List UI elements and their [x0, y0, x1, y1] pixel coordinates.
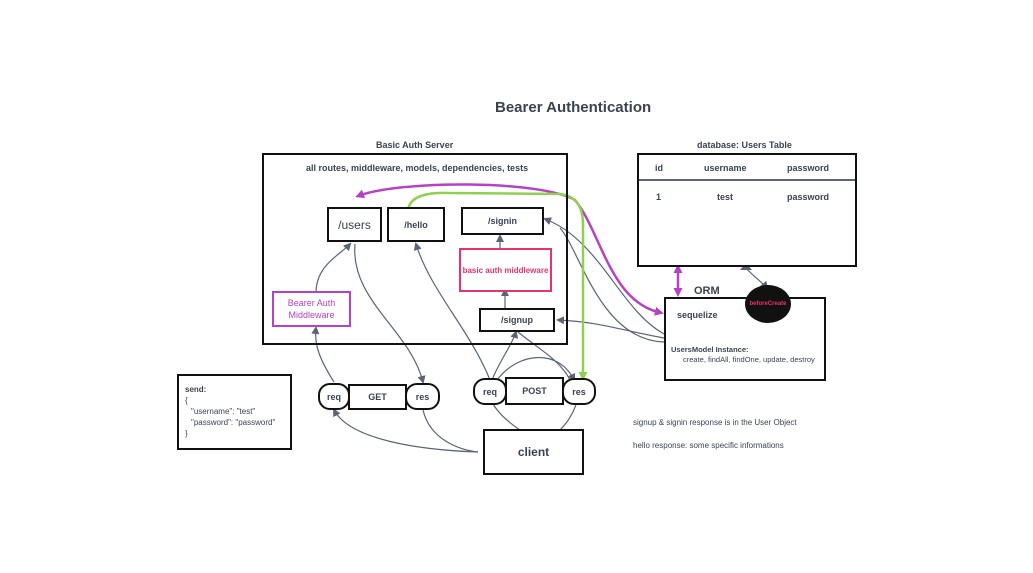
- post-method-box: POST: [505, 377, 564, 405]
- send-title: send:: [185, 385, 207, 394]
- basic-auth-label: basic auth middleware: [462, 265, 549, 275]
- post-req-label: req: [482, 386, 497, 397]
- users-table: [637, 153, 857, 267]
- route-hello-label: /hello: [404, 219, 428, 230]
- before-create-hook: beforeCreate: [745, 285, 791, 323]
- post-res-label: res: [572, 386, 586, 397]
- send-username-line: "username": "test": [191, 407, 256, 416]
- post-res-pill: res: [562, 378, 596, 405]
- before-create-label: beforeCreate: [749, 301, 787, 307]
- client-box: client: [483, 429, 584, 475]
- post-req-pill: req: [473, 378, 507, 405]
- col-header-username: username: [704, 163, 747, 173]
- get-req-pill: req: [318, 383, 350, 410]
- get-method-box: GET: [348, 384, 407, 410]
- note-hello-response: hello response: some specific informatio…: [633, 441, 784, 450]
- orm-label: ORM: [694, 285, 720, 297]
- send-password-line: "password": "password": [191, 418, 276, 427]
- get-res-pill: res: [405, 383, 440, 410]
- send-payload-box: send: { "username": "test" "password": "…: [177, 374, 292, 450]
- cell-password: password: [787, 192, 830, 202]
- get-res-label: res: [415, 391, 430, 402]
- bearer-auth-line1: Bearer Auth: [287, 298, 336, 308]
- users-table-header-rule: [639, 179, 855, 181]
- send-open-brace: {: [185, 396, 188, 405]
- bearer-auth-line2: Middleware: [288, 310, 335, 320]
- route-signup: /signup: [479, 308, 555, 332]
- post-method-label: POST: [522, 386, 547, 396]
- users-model-instance-title: UsersModel Instance:: [671, 345, 749, 354]
- server-container: [262, 153, 568, 345]
- get-req-label: req: [326, 391, 341, 402]
- cell-username: test: [717, 192, 734, 202]
- basic-auth-middleware: basic auth middleware: [459, 248, 552, 292]
- client-label: client: [517, 445, 550, 459]
- note-signup-signin: signup & signin response is in the User …: [633, 418, 797, 427]
- route-hello: /hello: [387, 207, 445, 242]
- sequelize-box: [664, 297, 826, 381]
- get-method-label: GET: [368, 392, 387, 402]
- col-header-id: id: [655, 163, 663, 173]
- database-label: database: Users Table: [697, 140, 792, 150]
- route-signin: /signin: [461, 207, 544, 235]
- send-close-brace: }: [185, 429, 188, 438]
- server-label: Basic Auth Server: [376, 140, 454, 150]
- users-model-methods: create, findAll, findOne, update, destro…: [683, 355, 815, 364]
- bearer-auth-middleware: Bearer Auth Middleware: [272, 291, 351, 327]
- route-signup-label: /signup: [501, 315, 533, 325]
- col-header-password: password: [787, 163, 830, 173]
- route-users-label: /users: [338, 217, 371, 232]
- route-signin-label: /signin: [488, 216, 517, 226]
- cell-id: 1: [656, 192, 662, 202]
- server-subtitle: all routes, middleware, models, dependen…: [306, 163, 529, 173]
- page-title: Bearer Authentication: [495, 99, 652, 116]
- sequelize-label: sequelize: [677, 310, 718, 320]
- route-users: /users: [327, 207, 382, 242]
